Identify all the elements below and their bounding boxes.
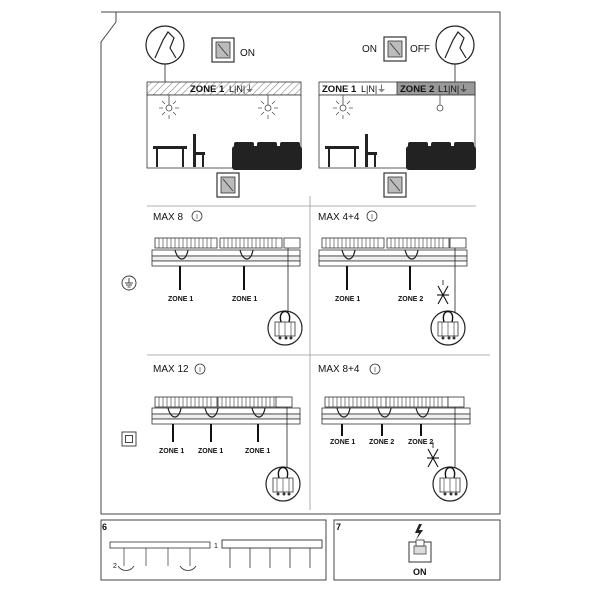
hand-icon-right <box>435 25 475 65</box>
step-6-panel: 6 2 1 <box>100 519 327 581</box>
step-number-6: 6 <box>102 522 107 532</box>
switch-icon-under-left <box>216 172 240 198</box>
hand-icon-left <box>145 25 185 65</box>
zone-label: ZONE 2 <box>369 439 394 446</box>
switch-icon-under-right <box>383 172 407 198</box>
bulb-icon <box>194 363 206 375</box>
panel-title-max12: MAX 12 <box>153 364 189 375</box>
zone-label: ZONE 1 <box>159 448 184 455</box>
step6-mark: 1 <box>214 543 218 550</box>
room-right-zone1-label: ZONE 1 <box>322 84 357 95</box>
room-left-zone-suffix: L|N|⏚ <box>229 84 254 94</box>
step-7-panel: 7 ON <box>333 519 501 581</box>
step7-on-label: ON <box>413 567 427 577</box>
panel-title-max8: MAX 8 <box>153 212 183 223</box>
panel-max8: MAX 8 ZONE 1 ZONE 1 <box>151 210 303 346</box>
bulb-icon <box>369 363 381 375</box>
zone-label: ZONE 1 <box>232 296 257 303</box>
panel-max4plus4: MAX 4+4 ZONE 1 ZONE 2 <box>318 210 468 346</box>
ground-icon <box>121 275 137 291</box>
zone-label: ZONE 1 <box>168 296 193 303</box>
panel-title-max4plus4: MAX 4+4 <box>318 212 360 223</box>
switch-icon-right <box>383 36 407 62</box>
bulb-icon <box>366 210 378 222</box>
bulb-icon <box>191 210 203 222</box>
connector-zoom <box>265 466 301 502</box>
room-right-zone2-label: ZONE 2 <box>400 84 434 95</box>
panel-max12: MAX 12 ZONE 1 ZONE 1 ZONE 1 <box>151 363 301 502</box>
panel-title-max8plus4: MAX 8+4 <box>318 364 360 375</box>
switch-icon-left <box>211 37 235 63</box>
room-left-zone-label: ZONE 1 <box>190 84 225 95</box>
room-right-zone2-suffix: L1|N|⏚ <box>438 84 468 94</box>
cut-wire-icon <box>427 442 439 468</box>
step6-mark: 2 <box>113 563 117 570</box>
lightning-icon <box>415 524 423 540</box>
cut-wire-icon <box>437 280 449 305</box>
left-switch-on-label: ON <box>240 48 255 59</box>
right-switch-on-label: ON <box>362 44 377 55</box>
breaker-switch-icon <box>408 539 432 563</box>
zone-label: ZONE 2 <box>398 296 423 303</box>
zone-label: ZONE 2 <box>408 439 433 446</box>
zone-label: ZONE 1 <box>335 296 360 303</box>
room-right <box>318 81 476 170</box>
step-number-7: 7 <box>336 522 341 532</box>
page-frame <box>100 11 501 515</box>
zone-label: ZONE 1 <box>330 439 355 446</box>
double-insulation-icon <box>121 431 137 447</box>
right-switch-off-label: OFF <box>410 44 430 55</box>
connector-zoom <box>267 310 303 346</box>
zone-label: ZONE 1 <box>198 448 223 455</box>
room-right-zone1-suffix: L|N|⏚ <box>361 84 386 94</box>
connector-zoom <box>432 466 468 502</box>
connector-zoom <box>430 310 466 346</box>
room-left <box>146 81 302 170</box>
zone-label: ZONE 1 <box>245 448 270 455</box>
panel-max8plus4: MAX 8+4 ZONE 1 ZONE 2 ZONE 2 <box>318 363 471 502</box>
